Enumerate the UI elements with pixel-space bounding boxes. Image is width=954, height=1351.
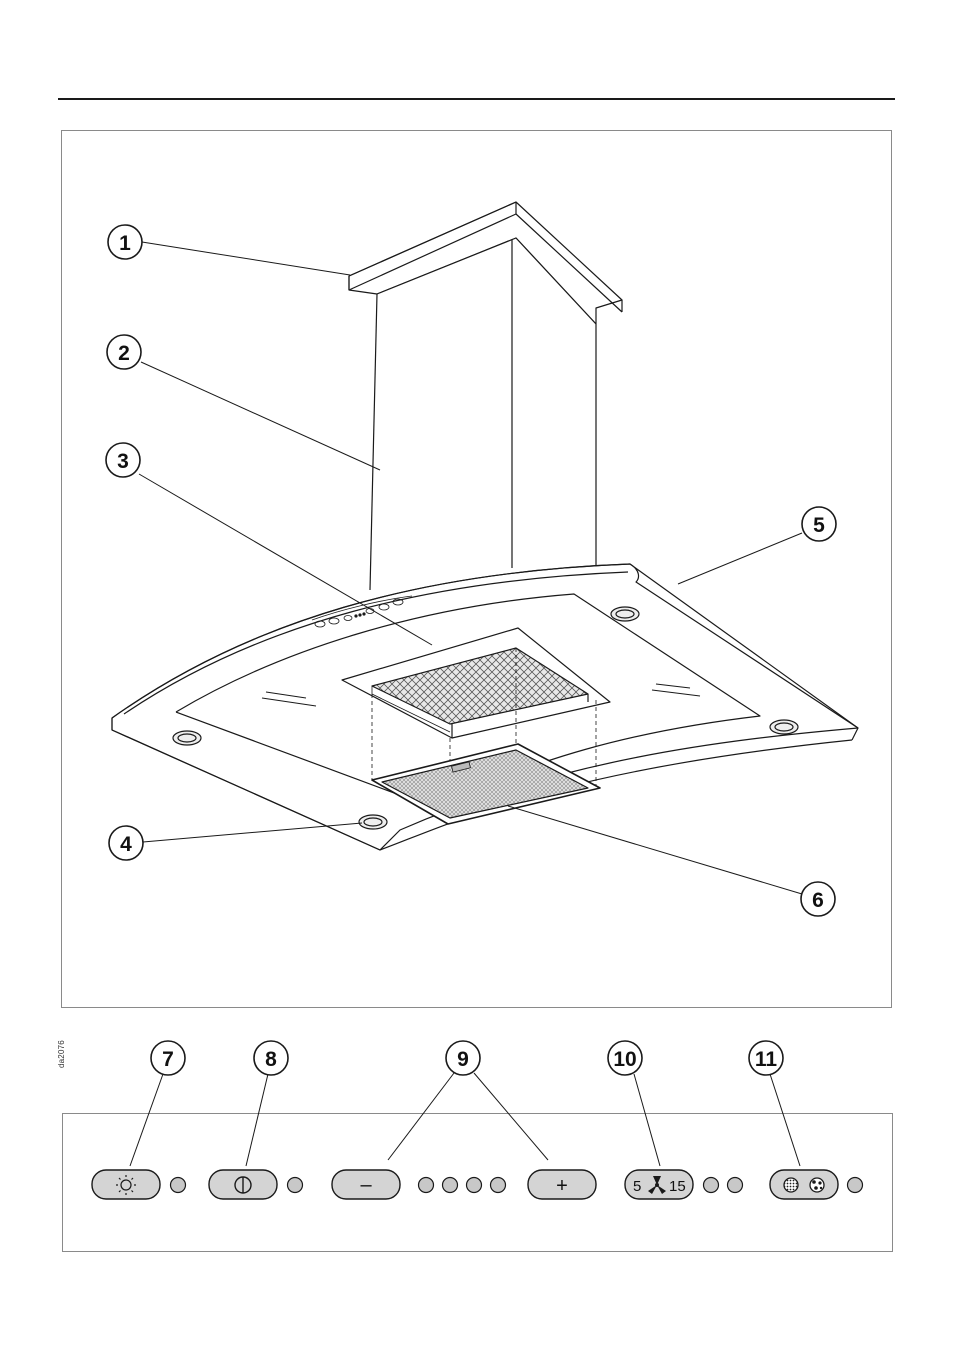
plus-label: + xyxy=(556,1175,568,1197)
minus-label: – xyxy=(360,1174,372,1196)
callout-2-label: 2 xyxy=(118,342,130,365)
callout-1: 1 xyxy=(108,225,142,259)
timer-right-label: 15 xyxy=(669,1178,686,1195)
callout-4-label: 4 xyxy=(120,833,132,856)
callout-11-label: 11 xyxy=(755,1048,778,1071)
speed-led-1 xyxy=(419,1178,434,1193)
speed-led-2 xyxy=(443,1178,458,1193)
callout-6-label: 6 xyxy=(812,889,824,912)
panel-leader-lines xyxy=(130,1073,800,1166)
filter-button[interactable] xyxy=(770,1170,838,1199)
callout-7: 7 xyxy=(151,1041,185,1075)
callout-9: 9 xyxy=(446,1041,480,1075)
fan-speed-plus-button[interactable]: + xyxy=(528,1170,596,1199)
callout-7-label: 7 xyxy=(162,1048,174,1071)
callout-5: 5 xyxy=(802,507,836,541)
callout-10-label: 10 xyxy=(613,1048,636,1071)
callout-10: 10 xyxy=(608,1041,642,1075)
timer-led-5 xyxy=(704,1178,719,1193)
callout-2: 2 xyxy=(107,335,141,369)
callout-9-label: 9 xyxy=(457,1048,469,1071)
callout-8: 8 xyxy=(254,1041,288,1075)
light-button[interactable] xyxy=(92,1170,160,1199)
timer-left-label: 5 xyxy=(633,1178,641,1195)
light-led xyxy=(171,1178,186,1193)
timer-button[interactable]: 5 15 xyxy=(625,1170,693,1199)
power-led xyxy=(288,1178,303,1193)
speed-led-3 xyxy=(467,1178,482,1193)
chimney-body xyxy=(370,238,596,590)
callout-11: 11 xyxy=(749,1041,783,1075)
callout-1-label: 1 xyxy=(119,232,131,255)
callout-5-label: 5 xyxy=(813,514,825,537)
callout-8-label: 8 xyxy=(265,1048,277,1071)
callout-3-label: 3 xyxy=(117,450,129,473)
callout-6: 6 xyxy=(801,882,835,916)
speed-led-4 xyxy=(491,1178,506,1193)
callout-3: 3 xyxy=(106,443,140,477)
timer-led-15 xyxy=(728,1178,743,1193)
fan-speed-minus-button[interactable]: – xyxy=(332,1170,400,1199)
filter-led xyxy=(848,1178,863,1193)
callout-4: 4 xyxy=(109,826,143,860)
power-button[interactable] xyxy=(209,1170,277,1199)
